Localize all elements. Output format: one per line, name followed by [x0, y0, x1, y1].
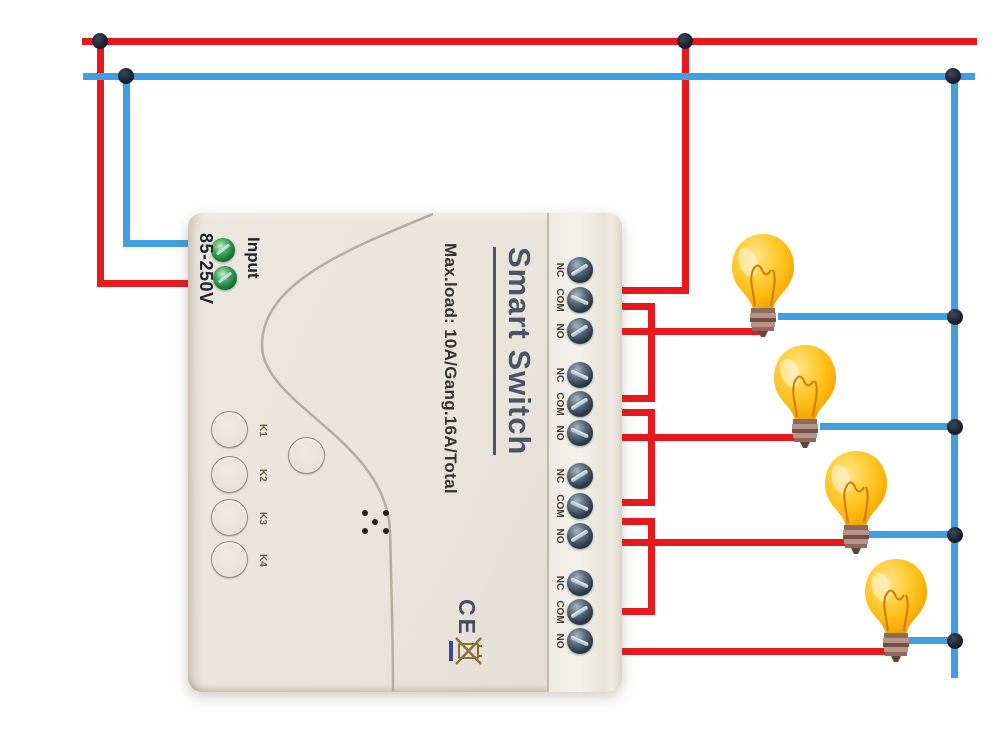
live-drop-left-wire — [97, 38, 104, 287]
junction-dot — [947, 527, 963, 543]
junction-dot — [947, 419, 963, 435]
jumper1-bottom-wire — [612, 395, 655, 402]
bulb4-neutral-wire — [908, 637, 958, 644]
live-input-wire — [97, 280, 192, 287]
terminal-strip — [547, 213, 622, 692]
pair-button[interactable] — [288, 437, 325, 474]
terminal-screw-nc1 — [567, 257, 593, 283]
jumper3-vert-wire — [648, 518, 655, 615]
input-label: Input — [244, 237, 263, 279]
terminal-screw-com2 — [567, 391, 593, 417]
grille-dot — [383, 528, 389, 534]
ce-mark: CE — [454, 599, 480, 637]
grille-dot — [362, 510, 368, 516]
max-load-label: Max.load: 10A/Gang.16A/Total — [441, 243, 460, 494]
grille-dot — [362, 528, 368, 534]
neutral-right-bus-wire — [951, 73, 958, 678]
terminal-label-nc4: NC — [554, 575, 565, 591]
input-terminal-screw-live — [213, 266, 237, 290]
input-terminal-screw-neutral — [211, 238, 235, 262]
no3-load-wire — [612, 539, 862, 546]
jumper3-top-wire — [612, 518, 655, 525]
grille-dot — [372, 519, 378, 525]
button-k1[interactable] — [211, 411, 248, 448]
grille-dot — [383, 510, 389, 516]
jumper1-top-wire — [612, 303, 655, 310]
terminal-label-com2: COM — [554, 392, 565, 416]
terminal-screw-no3 — [567, 523, 593, 549]
light-bulb-4 — [865, 559, 927, 662]
jumper2-bottom-wire — [612, 499, 655, 506]
terminal-label-nc2: NC — [554, 367, 565, 383]
com1-wire — [612, 287, 689, 294]
no1-load-wire — [612, 328, 764, 335]
smart-switch-device: Input 85-250V Smart Switch Max.load: 10A… — [188, 213, 622, 692]
terminal-screw-no4 — [567, 628, 593, 654]
terminal-label-com1: COM — [554, 288, 565, 312]
terminal-screw-no2 — [567, 420, 593, 446]
neutral-bus-wire — [83, 73, 975, 80]
terminal-screw-nc3 — [567, 463, 593, 489]
light-bulb-1 — [732, 234, 794, 337]
terminal-label-no3: NO — [554, 528, 565, 544]
neutral-drop-left-wire — [123, 73, 130, 247]
button-k2[interactable] — [211, 456, 248, 493]
terminal-label-nc1: NC — [554, 262, 565, 278]
bulb3-neutral-wire — [868, 531, 958, 538]
button-k2-label: K2 — [257, 469, 268, 482]
junction-dot — [947, 633, 963, 649]
light-bulb-3 — [825, 451, 887, 554]
button-k4[interactable] — [211, 541, 248, 578]
terminal-label-no4: NO — [554, 633, 565, 649]
junction-dot — [92, 33, 108, 49]
neutral-input-wire — [123, 240, 192, 247]
jumper2-vert-wire — [648, 409, 655, 506]
terminal-label-com3: COM — [554, 494, 565, 518]
terminal-screw-com4 — [567, 599, 593, 625]
jumper2-top-wire — [612, 409, 655, 416]
light-bulb-2 — [774, 345, 836, 448]
terminal-screw-com3 — [567, 493, 593, 519]
button-k1-label: K1 — [257, 424, 268, 437]
terminal-screw-no1 — [567, 318, 593, 344]
junction-dot — [947, 309, 963, 325]
junction-dot — [945, 68, 961, 84]
button-k4-label: K4 — [257, 554, 268, 567]
com1-riser-wire — [682, 38, 689, 293]
terminal-label-no2: NO — [554, 425, 565, 441]
terminal-label-nc3: NC — [554, 468, 565, 484]
jumper1-vert-wire — [648, 303, 655, 402]
junction-dot — [118, 68, 134, 84]
junction-dot — [677, 33, 693, 49]
terminal-screw-com1 — [567, 287, 593, 313]
button-k3-label: K3 — [257, 512, 268, 525]
live-bus-wire — [82, 38, 977, 45]
bulb2-neutral-wire — [820, 423, 958, 430]
weee-icon — [449, 637, 482, 665]
terminal-screw-nc2 — [567, 362, 593, 388]
no2-load-wire — [612, 434, 808, 441]
terminal-label-com4: COM — [554, 600, 565, 624]
brand-label: Smart Switch — [493, 247, 537, 456]
terminal-label-no1: NO — [554, 323, 565, 339]
terminal-screw-nc4 — [567, 570, 593, 596]
jumper3-bottom-wire — [612, 608, 655, 615]
input-voltage: 85-250V — [196, 233, 216, 305]
no4-load-wire — [612, 648, 897, 655]
bulb1-neutral-wire — [778, 313, 958, 320]
button-k3[interactable] — [211, 499, 248, 536]
